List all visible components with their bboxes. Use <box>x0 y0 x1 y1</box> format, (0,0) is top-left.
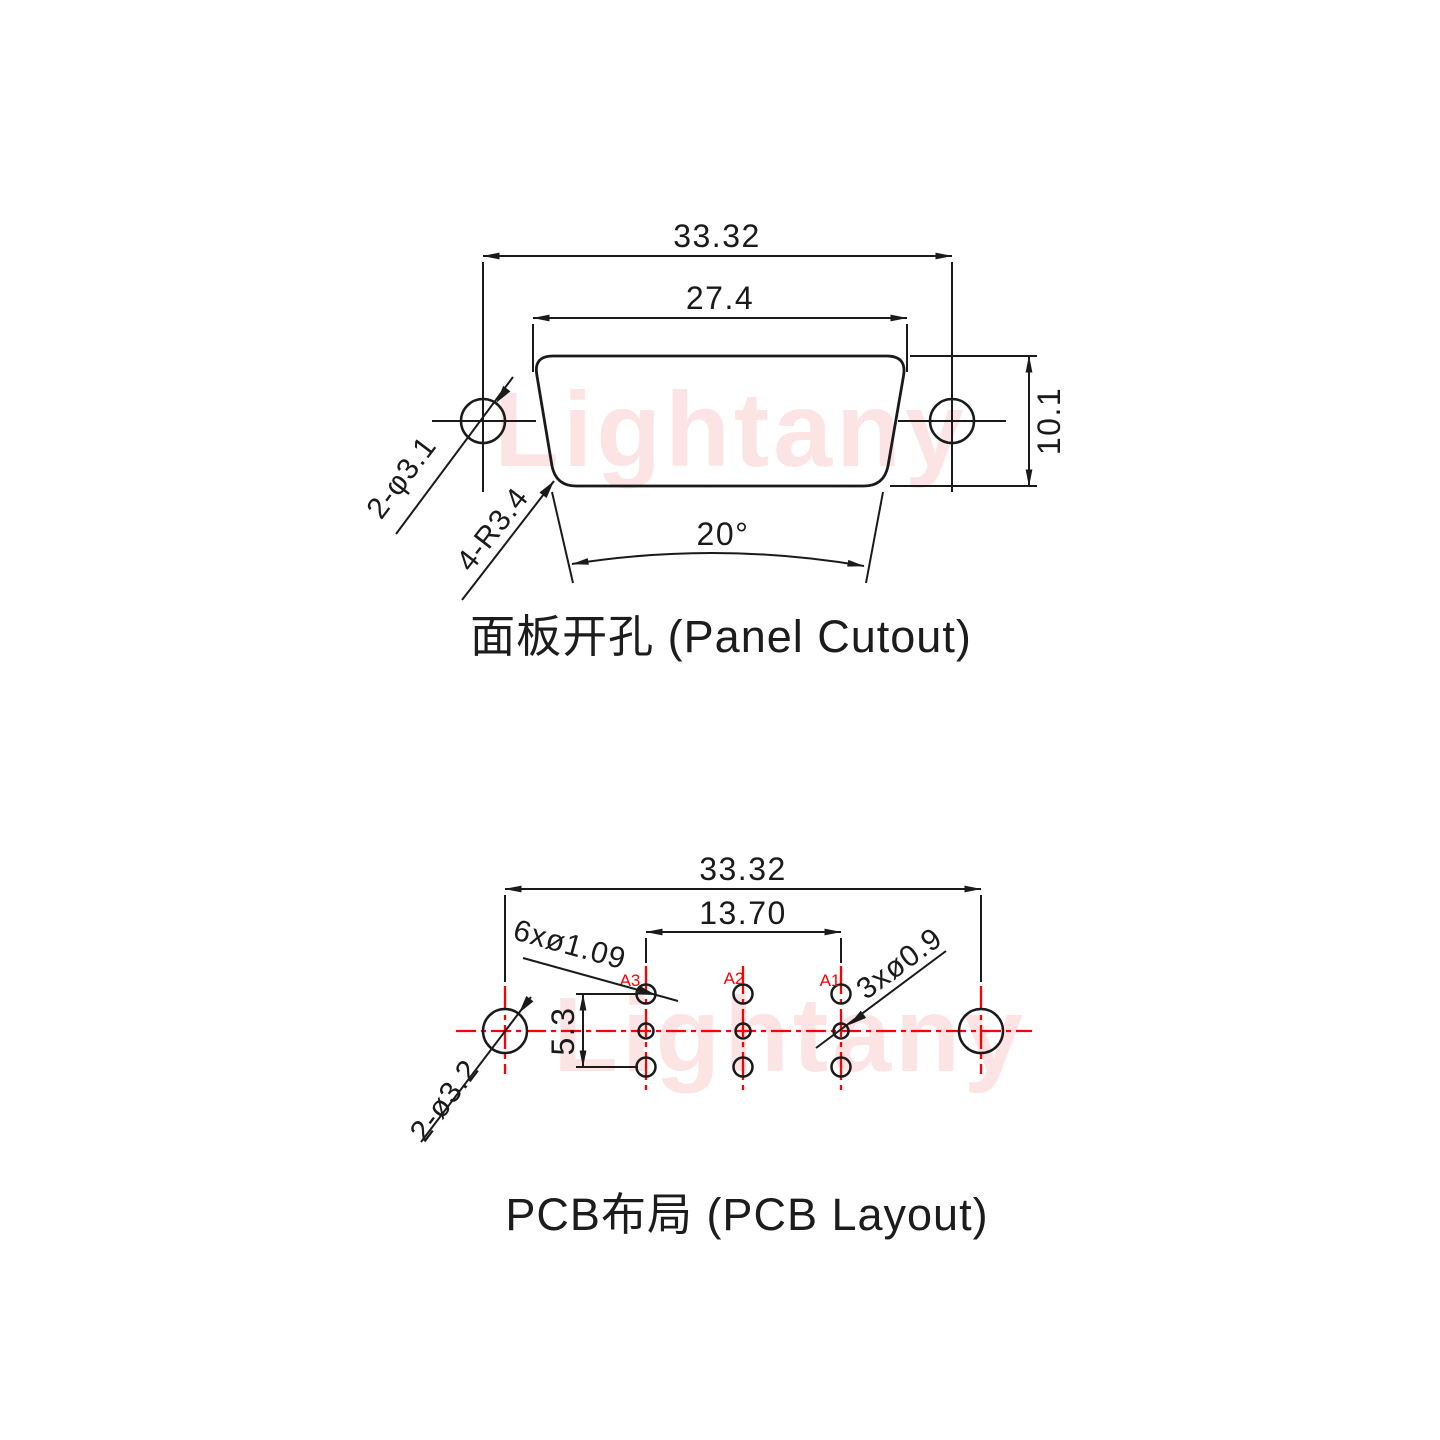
dim-row-span-label: 5.3 <box>545 1007 581 1056</box>
pcb-mount-hole-right <box>957 1007 1005 1055</box>
pad-hole <box>732 1056 754 1078</box>
dim-pitch-label: 13.70 <box>699 895 787 931</box>
dim-overall-width-label: 33.32 <box>699 851 787 887</box>
dim-cutout-width-label: 27.4 <box>686 280 754 316</box>
pad-hole-center <box>832 1022 850 1040</box>
angle-extension-line <box>551 491 574 584</box>
panel-dim-cutout-width: 27.4 <box>532 280 908 372</box>
panel-leader-corner-radius: 4-R3.4 <box>450 480 555 601</box>
watermark-top: Lightany <box>494 371 968 489</box>
pcb-layout-title: PCB布局 (PCB Layout) <box>505 1189 988 1240</box>
pad-hole <box>830 983 852 1005</box>
panel-cutout-title: 面板开孔 (Panel Cutout) <box>470 611 972 662</box>
panel-dim-overall: 33.32 <box>482 218 953 492</box>
pad-hole <box>830 1056 852 1078</box>
leader-arrowhead <box>496 385 511 403</box>
corner-radius-label: 4-R3.4 <box>450 482 535 578</box>
leader-line <box>395 376 514 535</box>
pcb-dim-pitch: 13.70 <box>645 895 842 963</box>
angle-arc <box>571 552 865 567</box>
leader-arrowhead <box>519 995 534 1013</box>
pcb-dim-row-span: 5.3 <box>545 993 638 1068</box>
pcb-mount-hole-left <box>481 1007 529 1055</box>
panel-cutout-outline <box>534 354 906 488</box>
pad-label-a2: A2 <box>724 969 745 988</box>
mount-holes-label: 2-ø3.2 <box>404 1054 486 1148</box>
pcb-pad-holes <box>635 983 852 1078</box>
pad-hole-center <box>637 1022 655 1040</box>
leader-line <box>461 480 555 601</box>
signal-holes-label: 6xø1.09 <box>510 914 630 977</box>
dim-height-label: 10.1 <box>1031 387 1067 455</box>
panel-dim-height: 10.1 <box>890 355 1067 487</box>
leader-arrowhead <box>637 985 656 995</box>
dim-overall-width-label: 33.32 <box>673 218 761 254</box>
pad-hole <box>732 983 754 1005</box>
mount-holes-label: 2-φ3.1 <box>360 430 443 525</box>
pcb-leader-mount-holes: 2-ø3.2 <box>404 995 534 1148</box>
leader-line <box>815 950 947 1049</box>
angle-extension-line <box>865 491 884 584</box>
pad-label-a1: A1 <box>820 971 841 990</box>
dim-angle-label: 20° <box>697 516 750 552</box>
leader-arrowhead <box>849 1010 867 1025</box>
pcb-dim-overall: 33.32 <box>504 851 982 982</box>
leader-line <box>420 996 532 1143</box>
leader-arrowhead <box>539 481 554 498</box>
watermark-bottom: Lightany <box>553 976 1027 1094</box>
pad-hole-center <box>734 1022 752 1040</box>
panel-dim-angle: 20° <box>551 491 884 584</box>
